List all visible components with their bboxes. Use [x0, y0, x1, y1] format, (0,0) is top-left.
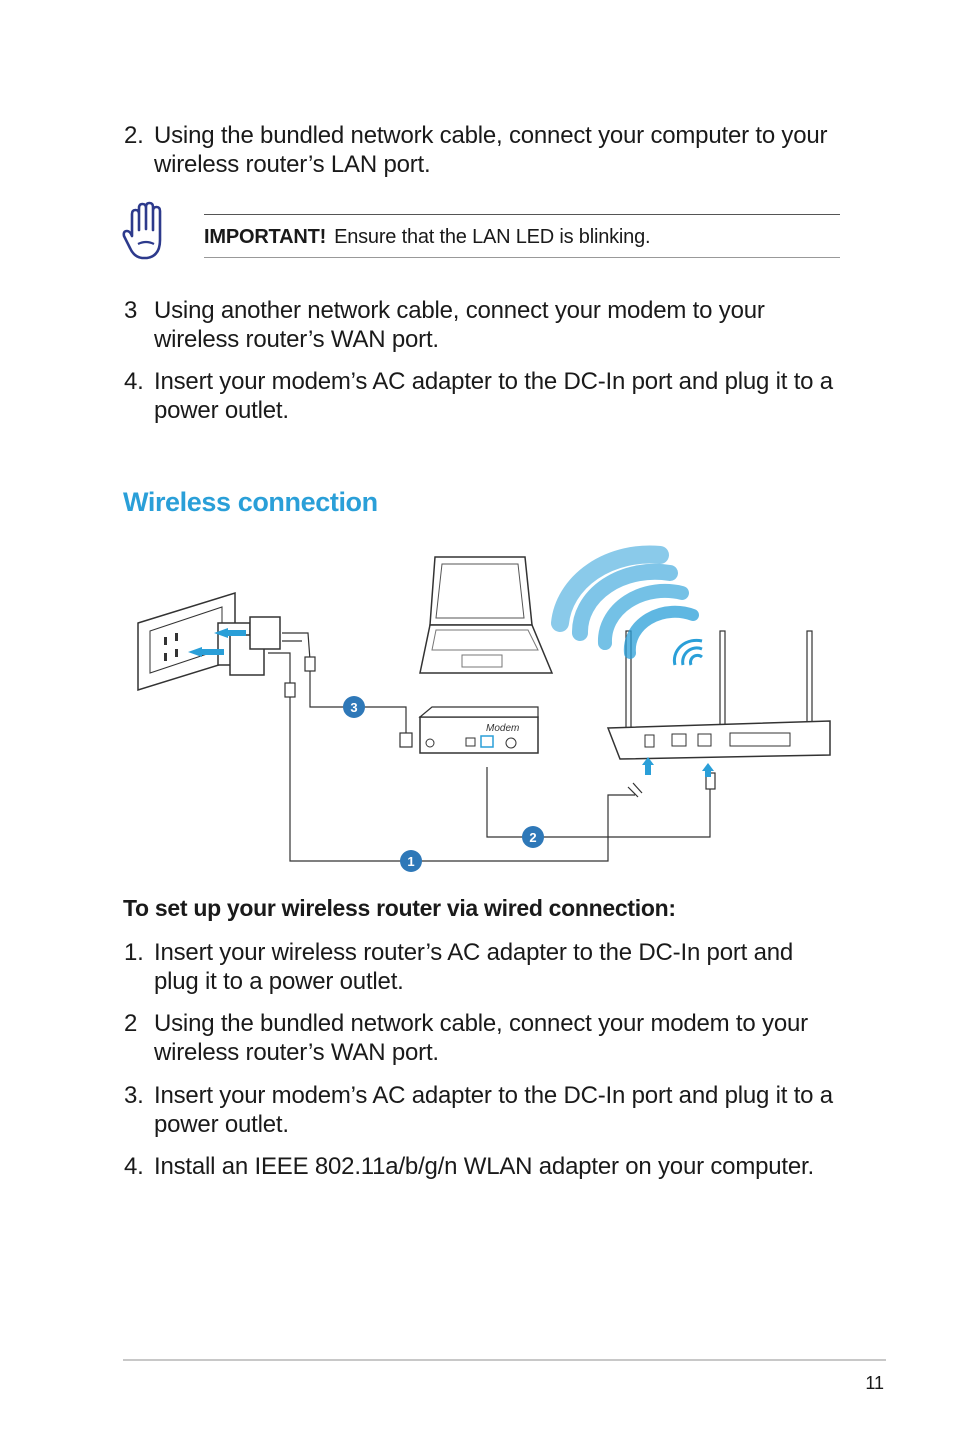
- callout-1: 1: [400, 850, 422, 872]
- important-label: IMPORTANT!: [204, 226, 327, 248]
- step-4-bottom: 4. Install an IEEE 802.11a/b/g/n WLAN ad…: [124, 1152, 844, 1181]
- note-bottom-rule: [204, 257, 840, 258]
- router-illustration: [606, 630, 831, 777]
- step-number: 4.: [124, 1153, 144, 1180]
- step-number: 3.: [124, 1082, 144, 1109]
- cables: [268, 632, 716, 862]
- svg-text:3: 3: [350, 700, 357, 715]
- step-text: Insert your wireless router’s AC adapter…: [154, 939, 794, 995]
- callout-2: 2: [522, 826, 544, 848]
- section-heading: Wireless connection: [123, 487, 378, 517]
- step-text: Using the bundled network cable, connect…: [154, 1010, 808, 1066]
- footer-rule: [123, 1359, 886, 1361]
- step-4-top: 4. Insert your modem’s AC adapter to the…: [124, 367, 844, 425]
- step-1-bottom: 1. Insert your wireless router’s AC adap…: [124, 938, 844, 996]
- step-2-top: 2. Using the bundled network cable, conn…: [124, 121, 844, 179]
- step-text: Insert your modem’s AC adapter to the DC…: [154, 1082, 833, 1138]
- step-text: Using the bundled network cable, connect…: [154, 122, 828, 178]
- modem-illustration: Modem: [418, 706, 539, 754]
- connection-diagram: Modem 3 2 1: [137, 545, 831, 872]
- svg-text:2: 2: [529, 830, 536, 845]
- important-text: Ensure that the LAN LED is blinking.: [334, 226, 651, 248]
- power-adapters: [188, 616, 281, 676]
- step-text: Insert your modem’s AC adapter to the DC…: [154, 368, 833, 424]
- sub-heading: To set up your wireless router via wired…: [123, 895, 676, 921]
- step-3-bottom: 3. Insert your modem’s AC adapter to the…: [124, 1081, 844, 1139]
- important-note: IMPORTANT! Ensure that the LAN LED is bli…: [204, 224, 651, 250]
- step-number: 4.: [124, 368, 144, 395]
- step-number: 3: [124, 297, 138, 324]
- laptop-illustration: [419, 556, 554, 674]
- step-3-top: 3 Using another network cable, connect y…: [124, 296, 844, 354]
- step-text: Install an IEEE 802.11a/b/g/n WLAN adapt…: [154, 1153, 814, 1180]
- step-number: 2.: [124, 122, 144, 149]
- svg-text:1: 1: [407, 854, 414, 869]
- hand-icon: [122, 201, 162, 260]
- modem-label: Modem: [486, 723, 519, 734]
- step-2-bottom: 2 Using the bundled network cable, conne…: [124, 1009, 844, 1067]
- callout-3: 3: [343, 696, 365, 718]
- step-number: 2: [124, 1010, 138, 1037]
- step-text: Using another network cable, connect you…: [154, 297, 765, 353]
- wifi-waves-icon: [551, 545, 703, 666]
- step-number: 1.: [124, 939, 144, 966]
- page-number: 11: [865, 1373, 884, 1393]
- note-top-rule: [204, 214, 840, 215]
